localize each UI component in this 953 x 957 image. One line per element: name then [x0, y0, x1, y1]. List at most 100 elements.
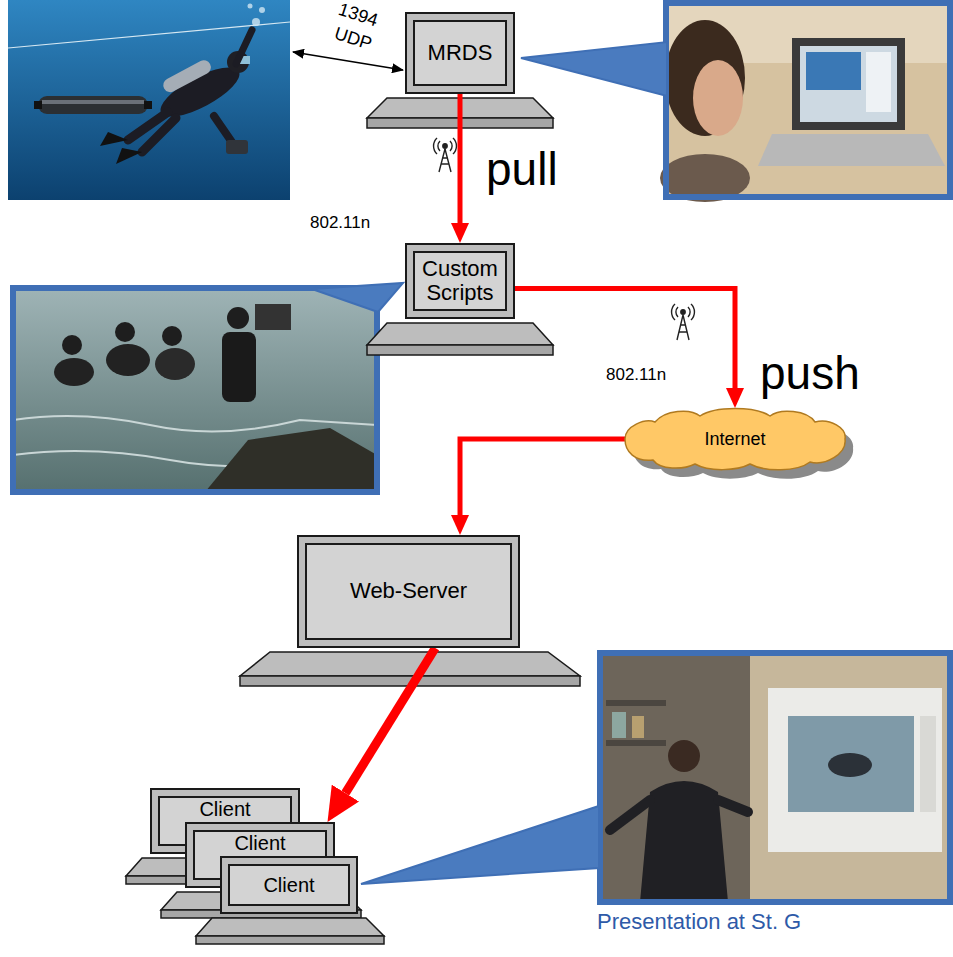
- laptop-screen: Client: [220, 856, 358, 914]
- diver-photo-part: [8, 0, 290, 200]
- wading-team-photo-part: [222, 332, 256, 402]
- wireless-label: 802.11n: [606, 366, 666, 385]
- antenna-icon-part: [443, 144, 447, 148]
- beach-laptop-photo-part: [866, 52, 891, 112]
- wading-team-photo-part: [62, 335, 82, 355]
- classroom-photo-part: [668, 740, 700, 772]
- diver-photo-part: [144, 101, 152, 109]
- antenna-icon-part: [672, 304, 675, 320]
- classroom-photo-part: [612, 712, 626, 738]
- wading-team-photo-part: [162, 326, 182, 346]
- laptop-screen: Custom Scripts: [405, 243, 515, 319]
- diver-photo-part: [226, 140, 248, 154]
- diver-photo-part: [236, 30, 252, 64]
- classroom-photo-part: [600, 653, 950, 902]
- screen-label: Custom Scripts: [413, 251, 507, 311]
- laptop-base-part: [367, 323, 553, 345]
- antenna-icon-part: [676, 307, 678, 317]
- classroom-photo-part: [600, 653, 750, 902]
- link-1394-arrow: [293, 52, 403, 70]
- cloud-outline: [625, 409, 845, 470]
- screen-label: Client: [228, 864, 350, 906]
- beach-laptop-photo-part: [800, 46, 897, 122]
- wading-team-photo-part: [155, 348, 195, 380]
- wading-team-photo: [13, 283, 403, 492]
- antenna-icon-part: [439, 149, 451, 172]
- beach-laptop-photo-part: [666, 3, 950, 197]
- classroom-photo: [361, 653, 950, 902]
- antenna-icon-part: [681, 310, 685, 314]
- photo-caption: Presentation at St. G: [597, 910, 801, 934]
- edge-label: pull: [486, 144, 558, 195]
- wading-team-photo-part: [13, 288, 377, 492]
- wading-team-photo-part: [312, 283, 403, 312]
- laptop-screen: MRDS: [405, 12, 515, 94]
- diver-photo-part: [248, 4, 253, 9]
- wading-team-photo-part: [54, 358, 94, 386]
- beach-laptop-photo-part: [665, 20, 745, 136]
- classroom-photo-part: [718, 800, 748, 812]
- antenna-icon-part: [453, 138, 456, 154]
- beach-laptop-photo: [521, 3, 950, 202]
- classroom-photo-part: [632, 716, 644, 738]
- diver-photo: [8, 0, 290, 200]
- cloud-label: Internet: [625, 408, 845, 470]
- laptop-base: [126, 98, 580, 944]
- beach-laptop-photo-part: [521, 42, 667, 96]
- diver-photo-part: [252, 18, 260, 26]
- laptop-screen: Web-Server: [297, 535, 520, 648]
- diver-photo-part: [100, 132, 128, 146]
- antenna-icon-part: [677, 315, 689, 340]
- antenna-icon-part: [691, 304, 694, 320]
- classroom-photo-part: [788, 716, 914, 812]
- classroom-photo-part: [920, 716, 936, 812]
- beach-laptop-photo-part: [792, 38, 905, 130]
- laptop-base-part: [196, 918, 384, 936]
- classroom-photo-part: [600, 653, 950, 902]
- screen-label: Web-Server: [305, 543, 512, 640]
- classroom-photo-part: [606, 700, 666, 706]
- classroom-photo-part: [828, 753, 872, 777]
- link-1394-arrow-part: [293, 52, 403, 70]
- laptop-base-part: [196, 936, 384, 944]
- diver-photo-part: [34, 101, 42, 109]
- laptop-base-part: [367, 345, 553, 355]
- connector-arrow: [345, 648, 435, 793]
- wading-team-photo-part: [255, 304, 291, 330]
- connector-arrow: [515, 289, 735, 388]
- laptop-base-part: [240, 652, 580, 676]
- beach-laptop-photo-part: [758, 134, 945, 166]
- antenna-icon-part: [434, 138, 437, 154]
- connector-arrow: [460, 439, 625, 515]
- antenna-icon-part: [450, 141, 452, 151]
- edge-label: push: [760, 348, 860, 399]
- wading-team-photo-part: [115, 322, 135, 342]
- beach-laptop-photo-part: [806, 52, 861, 90]
- diver-photo-part: [259, 7, 265, 13]
- beach-laptop-photo-part: [693, 60, 743, 136]
- wading-team-photo-part: [205, 428, 377, 492]
- internet-cloud: Internet: [625, 408, 845, 470]
- connector-arrow: [458, 94, 463, 223]
- diver-photo-part: [142, 118, 176, 152]
- screen-label: MRDS: [413, 20, 507, 86]
- wireless-label: 802.11n: [310, 214, 370, 233]
- antenna-icon-part: [438, 141, 440, 151]
- diver-photo-part-part: [161, 58, 213, 95]
- classroom-photo-part: [768, 688, 942, 852]
- diver-photo-part: [42, 100, 144, 104]
- classroom-photo-part: [606, 740, 666, 746]
- classroom-photo-part: [361, 806, 599, 884]
- wading-team-photo-part: [227, 307, 249, 329]
- diver-photo-part: [116, 148, 142, 164]
- diver-photo-part: [38, 96, 148, 114]
- antenna-icon-part: [688, 307, 690, 317]
- wading-team-photo-part: [13, 288, 377, 492]
- classroom-photo-part: [610, 800, 650, 830]
- wading-team-photo-part: [106, 344, 150, 376]
